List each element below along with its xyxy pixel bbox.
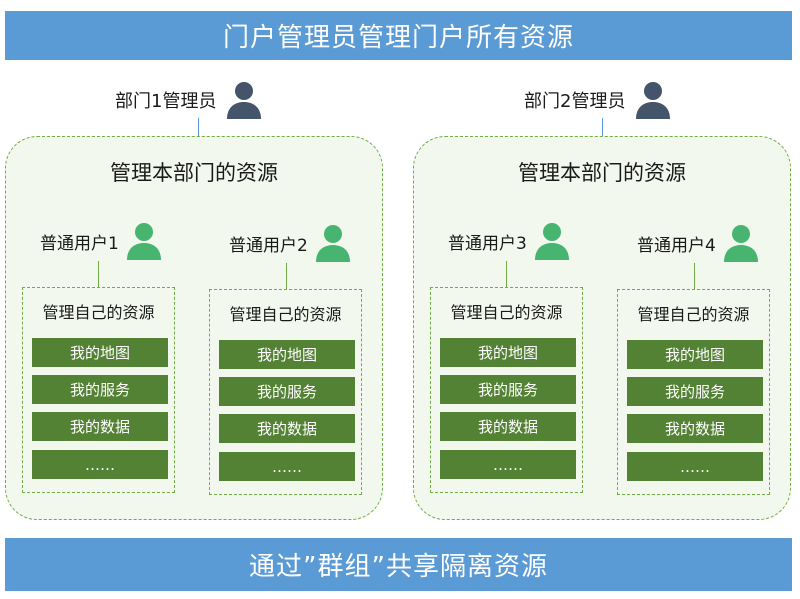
dept2-admin-connector — [602, 118, 603, 137]
bottom-banner-title: 通过”群组”共享隔离资源 — [249, 552, 548, 582]
dept2-admin-label: 部门2管理员 — [524, 91, 626, 112]
user1-resource-box: 管理自己的资源 我的地图 我的服务 我的数据 …… — [22, 287, 175, 493]
user1-label: 普通用户1 — [40, 233, 119, 254]
bottom-banner: 通过”群组”共享隔离资源 — [5, 538, 792, 591]
user4-box-title: 管理自己的资源 — [637, 305, 750, 324]
user4: 普通用户4 — [637, 221, 760, 265]
user2-label: 普通用户2 — [229, 235, 308, 256]
user4-label: 普通用户4 — [637, 235, 716, 256]
user2: 普通用户2 — [229, 221, 352, 265]
resource-more: …… — [32, 450, 168, 479]
resource-map: 我的地图 — [32, 338, 168, 367]
user2-box-title: 管理自己的资源 — [229, 305, 342, 324]
resource-data: 我的数据 — [32, 412, 168, 441]
user2-connector — [286, 263, 287, 289]
resource-data: 我的数据 — [440, 412, 576, 441]
top-banner: 门户管理员管理门户所有资源 — [5, 11, 792, 60]
resource-data: 我的数据 — [219, 414, 355, 443]
user-person-icon — [314, 223, 352, 263]
dept1-group: 管理本部门的资源 普通用户1 普通用户2 管理自己的资源 我的地图 我的服务 我… — [5, 136, 383, 520]
user1-box-title: 管理自己的资源 — [42, 303, 155, 322]
resource-map: 我的地图 — [440, 338, 576, 367]
dept2-admin: 部门2管理员 — [524, 80, 673, 120]
user2-resource-box: 管理自己的资源 我的地图 我的服务 我的数据 …… — [209, 289, 362, 495]
user-person-icon — [125, 221, 163, 261]
admin-person-icon — [633, 80, 673, 120]
dept2-group: 管理本部门的资源 普通用户3 普通用户4 管理自己的资源 我的地图 我的服务 我… — [413, 136, 791, 520]
resource-map: 我的地图 — [627, 340, 763, 369]
user1-connector — [98, 261, 99, 287]
user3-box-title: 管理自己的资源 — [450, 303, 563, 322]
dept1-admin: 部门1管理员 — [115, 80, 264, 120]
resource-service: 我的服务 — [32, 375, 168, 404]
resource-service: 我的服务 — [627, 377, 763, 406]
resource-service: 我的服务 — [219, 377, 355, 406]
user3-resource-box: 管理自己的资源 我的地图 我的服务 我的数据 …… — [430, 287, 583, 493]
resource-map: 我的地图 — [219, 340, 355, 369]
user3-connector — [506, 261, 507, 287]
resource-service: 我的服务 — [440, 375, 576, 404]
user4-resource-box: 管理自己的资源 我的地图 我的服务 我的数据 …… — [617, 289, 770, 495]
resource-more: …… — [440, 450, 576, 479]
resource-data: 我的数据 — [627, 414, 763, 443]
user3-label: 普通用户3 — [448, 233, 527, 254]
admin-person-icon — [224, 80, 264, 120]
user-person-icon — [722, 223, 760, 263]
user1: 普通用户1 — [40, 219, 163, 263]
dept2-title: 管理本部门的资源 — [518, 161, 686, 185]
user-person-icon — [533, 221, 571, 261]
dept1-admin-connector — [198, 118, 199, 137]
user4-connector — [694, 263, 695, 289]
resource-more: …… — [627, 452, 763, 481]
dept1-admin-label: 部门1管理员 — [115, 91, 217, 112]
user3: 普通用户3 — [448, 219, 571, 263]
dept1-title: 管理本部门的资源 — [110, 161, 278, 185]
resource-more: …… — [219, 452, 355, 481]
top-banner-title: 门户管理员管理门户所有资源 — [222, 23, 574, 53]
